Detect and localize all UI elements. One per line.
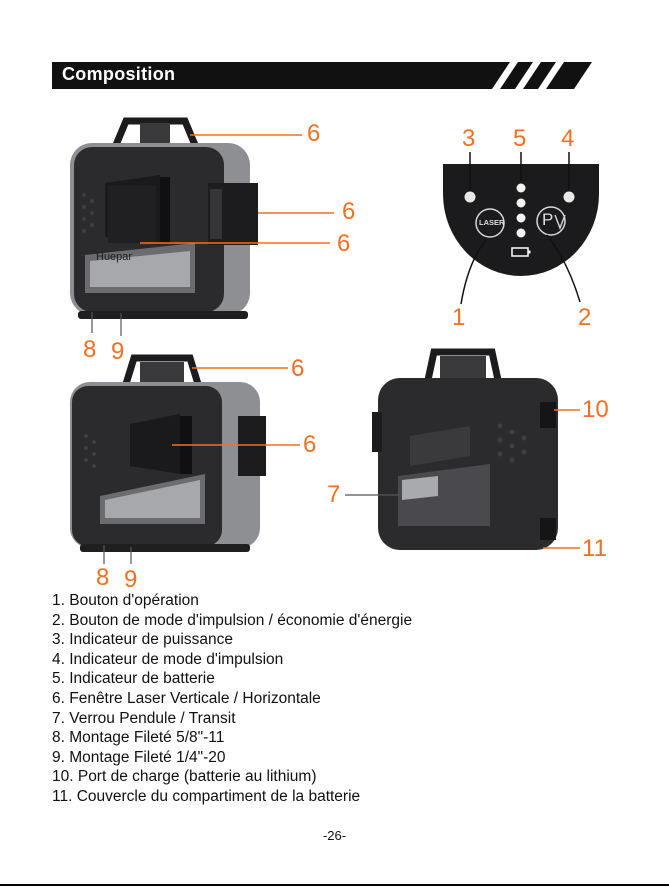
callout-10: 10 <box>582 396 609 423</box>
callout-6-side-top: 6 <box>342 198 356 225</box>
callout-6-front-bottom: 6 <box>303 431 317 458</box>
callout-4: 4 <box>561 125 575 152</box>
laser-level-front-view <box>70 117 258 319</box>
legend-item: 11. Couvercle du compartiment de la batt… <box>52 787 361 805</box>
legend-item: 9. Montage Fileté 1/4"-20 <box>52 748 226 766</box>
section-banner <box>52 62 592 89</box>
callout-6-handle-bottom: 6 <box>291 355 305 382</box>
callout-1: 1 <box>452 304 466 331</box>
callout-6-handle-top: 6 <box>307 120 321 147</box>
legend-item: 7. Verrou Pendule / Transit <box>52 709 236 727</box>
legend-item: 5. Indicateur de batterie <box>52 670 215 688</box>
callout-brand-top: Huepar <box>96 251 133 263</box>
laser-level-angled-view <box>70 354 266 552</box>
parts-legend: 1. Bouton d'opération 2. Bouton de mode … <box>52 591 412 807</box>
callout-3: 3 <box>462 125 476 152</box>
callout-8-top: 8 <box>83 336 97 363</box>
laser-level-rear-view <box>372 348 558 550</box>
bottom-rule <box>0 884 669 886</box>
legend-item: 8. Montage Fileté 5/8"-11 <box>52 729 225 747</box>
legend-item: 1. Bouton d'opération <box>52 592 199 609</box>
legend-item: 2. Bouton de mode d'impulsion / économie… <box>52 611 413 629</box>
callout-9-bottom: 9 <box>124 566 138 593</box>
control-panel <box>443 164 599 276</box>
callout-2: 2 <box>578 304 592 331</box>
callout-6-front-top: 6 <box>337 230 351 257</box>
legend-item: 6. Fenêtre Laser Verticale / Horizontale <box>52 689 321 707</box>
laser-button-label: LASER <box>479 218 505 227</box>
callout-9-top: 9 <box>111 338 125 365</box>
callout-7: 7 <box>327 481 341 508</box>
callout-5: 5 <box>513 125 527 152</box>
callout-11: 11 <box>582 535 607 562</box>
legend-item: 4. Indicateur de mode d'impulsion <box>52 650 284 668</box>
legend-item: 3. Indicateur de puissance <box>52 631 233 649</box>
callout-8-bottom: 8 <box>96 564 110 591</box>
pulse-button-label: P <box>542 210 554 229</box>
legend-item: 10. Port de charge (batterie au lithium) <box>52 768 317 786</box>
page-number: -26- <box>322 828 347 843</box>
section-title: Composition <box>62 64 176 84</box>
